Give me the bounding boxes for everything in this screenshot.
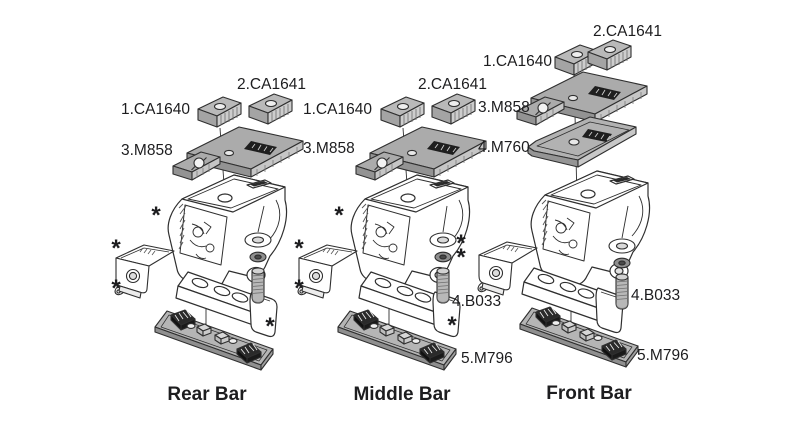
label-m858: 3.M858	[121, 142, 173, 159]
label-ca1640: 1.CA1640	[121, 101, 190, 118]
ca1641-block	[431, 93, 476, 125]
foot-tower	[167, 174, 288, 290]
m858-plate	[172, 126, 304, 181]
m760-plate	[527, 116, 637, 168]
label-ca1641: 2.CA1641	[237, 76, 306, 93]
asterisk-marker: *	[151, 202, 161, 229]
middle-bar-assembly: * * * * * * 1.CA1640 2.CA1641 3.M858 4.B…	[294, 76, 512, 405]
label-ca1641: 2.CA1641	[593, 23, 662, 40]
label-m760: 4.M760	[478, 139, 530, 156]
ca1641-block	[248, 93, 293, 125]
m858-plate	[516, 71, 648, 126]
label-b033: 4.B033	[631, 287, 680, 304]
front-bar-assembly: 2.CA1641 1.CA1640 3.M858 4.M760 4.B033 5…	[475, 23, 689, 404]
ca1640-block	[380, 96, 425, 128]
caption-rear-bar: Rear Bar	[167, 384, 247, 405]
caption-front-bar: Front Bar	[546, 383, 632, 404]
ca1641-block	[587, 39, 632, 71]
m858-plate	[355, 126, 487, 181]
label-ca1641: 2.CA1641	[418, 76, 487, 93]
caption-middle-bar: Middle Bar	[353, 384, 451, 405]
asterisk-marker: *	[294, 275, 304, 302]
leader-line	[621, 205, 629, 239]
label-m858: 3.M858	[303, 140, 355, 157]
rear-bar-assembly: * * * * 1.CA1640 2.CA1641 3.M858 Rear Ba…	[111, 76, 306, 405]
asterisk-marker: *	[111, 275, 121, 302]
label-m796: 5.M796	[461, 350, 513, 367]
asterisk-marker: *	[447, 312, 457, 339]
asterisk-marker: *	[456, 230, 466, 257]
leader-line	[257, 205, 265, 233]
foot-tower	[350, 174, 471, 290]
lock-cover	[112, 244, 175, 299]
label-m796: 5.M796	[637, 347, 689, 364]
asterisk-marker: *	[294, 235, 304, 262]
label-ca1640: 1.CA1640	[483, 53, 552, 70]
asterisk-marker: *	[111, 235, 121, 262]
asterisk-marker: *	[334, 202, 344, 229]
label-m858: 3.M858	[478, 99, 530, 116]
asterisk-marker: *	[265, 313, 275, 340]
foot-tower	[530, 170, 651, 286]
leader-line	[442, 205, 448, 233]
ca1640-block	[197, 96, 242, 128]
label-b033: 4.B033	[452, 293, 501, 310]
label-ca1640: 1.CA1640	[303, 101, 372, 118]
lock-cover	[295, 244, 358, 299]
asterisk-marker: *	[456, 244, 466, 271]
